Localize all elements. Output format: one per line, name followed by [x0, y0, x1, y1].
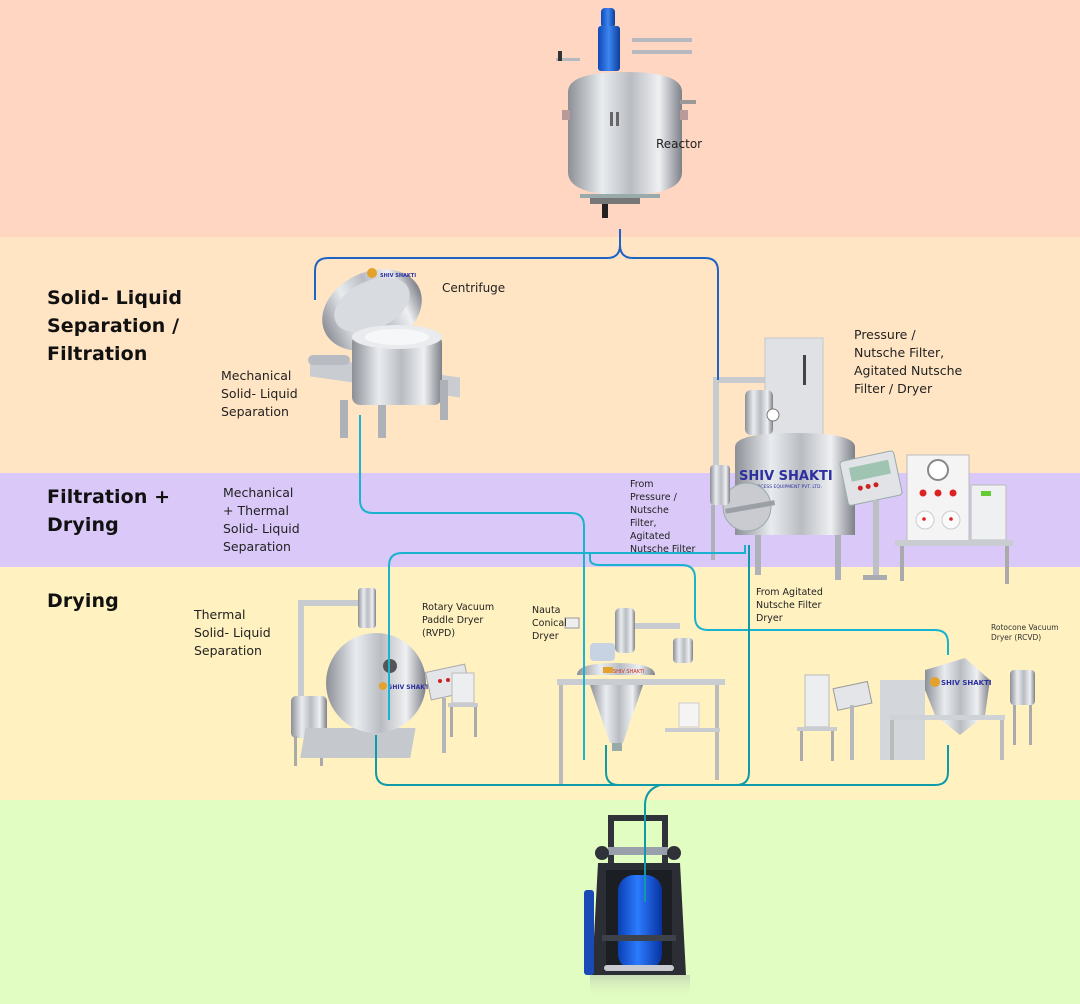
label-centrifuge: Centrifuge: [442, 281, 506, 295]
stage-title-filtration-drying: Filtration + Drying: [47, 486, 171, 536]
svg-text:SHIV SHAKTI: SHIV SHAKTI: [613, 669, 644, 675]
label-rvpd: Rotary Vacuum Paddle Dryer (RVPD): [422, 602, 495, 639]
stage-title-drying: Drying: [47, 590, 119, 612]
svg-text:SHIV SHAKTI: SHIV SHAKTI: [388, 684, 431, 691]
svg-text:SHIV SHAKTI: SHIV SHAKTI: [380, 273, 416, 279]
stage-description-separation: Mechanical Solid- Liquid Separation: [221, 368, 298, 419]
svg-text:SHIV SHAKTI: SHIV SHAKTI: [941, 679, 991, 687]
rotocone-vacuum-dryer-icon: SHIV SHAKTI: [797, 658, 1035, 761]
svg-text:SHIV SHAKTI: SHIV SHAKTI: [739, 469, 833, 484]
stage-band-output: [0, 800, 1080, 1004]
stage-title-separation: Solid- Liquid Separation / Filtration: [47, 287, 183, 365]
stage-description-filtration-drying: Mechanical + Thermal Solid- Liquid Separ…: [223, 485, 300, 554]
label-reactor: Reactor: [656, 137, 703, 151]
agitated-nutsche-filter-icon: SHIV SHAKTI PROCESS EQUIPMENT PVT. LTD.: [710, 337, 1013, 584]
reactor-vessel-icon: [556, 8, 696, 218]
label-nutsche-filter: Pressure / Nutsche Filter, Agitated Nuts…: [854, 327, 963, 396]
drum-container-icon: [584, 815, 690, 1000]
annotation-from-anfd: From Agitated Nutsche Filter Dryer: [756, 587, 823, 624]
annotation-from-pressure-filter: From Pressure / Nutsche Filter, Agitated…: [630, 479, 696, 555]
label-rcvd: Rotocone Vacuum Dryer (RCVD): [991, 623, 1059, 642]
svg-text:PROCESS EQUIPMENT PVT. LTD.: PROCESS EQUIPMENT PVT. LTD.: [751, 484, 822, 490]
label-nauta-dryer: Nauta Conical Dryer: [532, 605, 567, 642]
stage-band-reactor: [0, 0, 1080, 237]
nauta-conical-dryer-icon: SHIV SHAKTI: [557, 608, 725, 785]
stage-description-drying: Thermal Solid- Liquid Separation: [194, 607, 271, 658]
